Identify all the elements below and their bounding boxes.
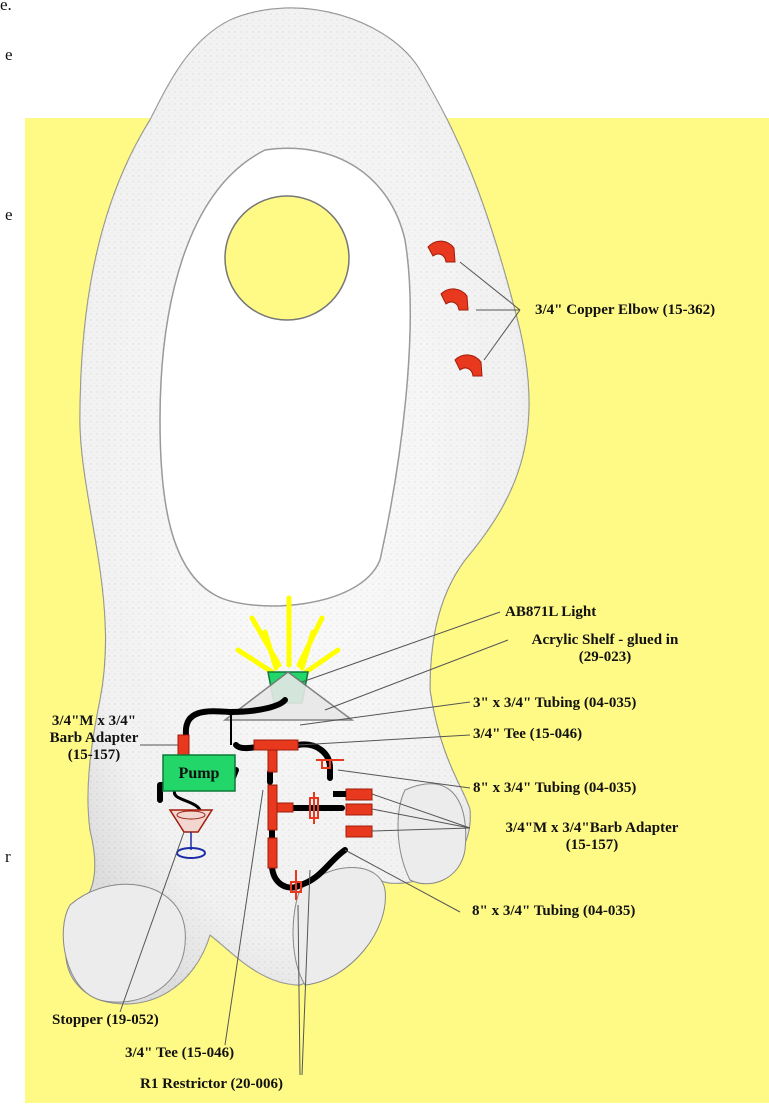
tubing-3in-label: 3" x 3/4" Tubing (04-035) <box>473 695 636 712</box>
barb-adapter-icon <box>346 789 372 800</box>
barb-adapters-right <box>346 789 372 837</box>
rock-hole <box>225 196 349 320</box>
shelf-label-line2: (29-023) <box>505 649 705 666</box>
tubing-8in-a-label: 8" x 3/4" Tubing (04-035) <box>473 780 636 797</box>
shelf-label-line1: Acrylic Shelf - glued in <box>505 632 705 649</box>
barb-right-line2: (15-157) <box>472 837 712 854</box>
restrictor-label: R1 Restrictor (20-006) <box>140 1076 283 1093</box>
barb-left-line1: 3/4"M x 3/4" <box>20 713 168 730</box>
edge-text-b: e <box>5 46 13 63</box>
rock-right-lobe <box>398 784 466 884</box>
stopper-label: Stopper (19-052) <box>52 1012 159 1029</box>
tee-bottom-label: 3/4" Tee (15-046) <box>125 1045 234 1062</box>
pump-label: Pump <box>179 765 220 782</box>
barb-right-line1: 3/4"M x 3/4"Barb Adapter <box>472 820 712 837</box>
light-label: AB871L Light <box>505 604 596 621</box>
rock <box>63 8 529 1004</box>
barb-left-line3: (15-157) <box>20 747 168 764</box>
pump: Pump <box>163 755 235 791</box>
barb-adapter-left <box>178 735 189 757</box>
tee-middle-icon <box>268 785 277 830</box>
copper-elbow-label: 3/4" Copper Elbow (15-362) <box>535 302 715 319</box>
tubing-8in-b-label: 8" x 3/4" Tubing (04-035) <box>472 903 635 920</box>
barb-adapter-left-label: 3/4"M x 3/4" Barb Adapter (15-157) <box>20 713 168 764</box>
barb-adapter-right-label: 3/4"M x 3/4"Barb Adapter (15-157) <box>472 820 712 854</box>
tee-lower-icon <box>268 838 277 868</box>
edge-text-a: e. <box>0 0 12 13</box>
shelf-label: Acrylic Shelf - glued in (29-023) <box>505 632 705 666</box>
barb-adapter-icon <box>346 804 372 815</box>
tee-right-label: 3/4" Tee (15-046) <box>473 726 582 743</box>
barb-left-line2: Barb Adapter <box>20 730 168 747</box>
edge-text-c: e <box>5 206 13 223</box>
edge-text-d: r <box>5 848 11 865</box>
tee-top-icon <box>254 740 298 750</box>
barb-adapter-icon <box>346 826 372 837</box>
